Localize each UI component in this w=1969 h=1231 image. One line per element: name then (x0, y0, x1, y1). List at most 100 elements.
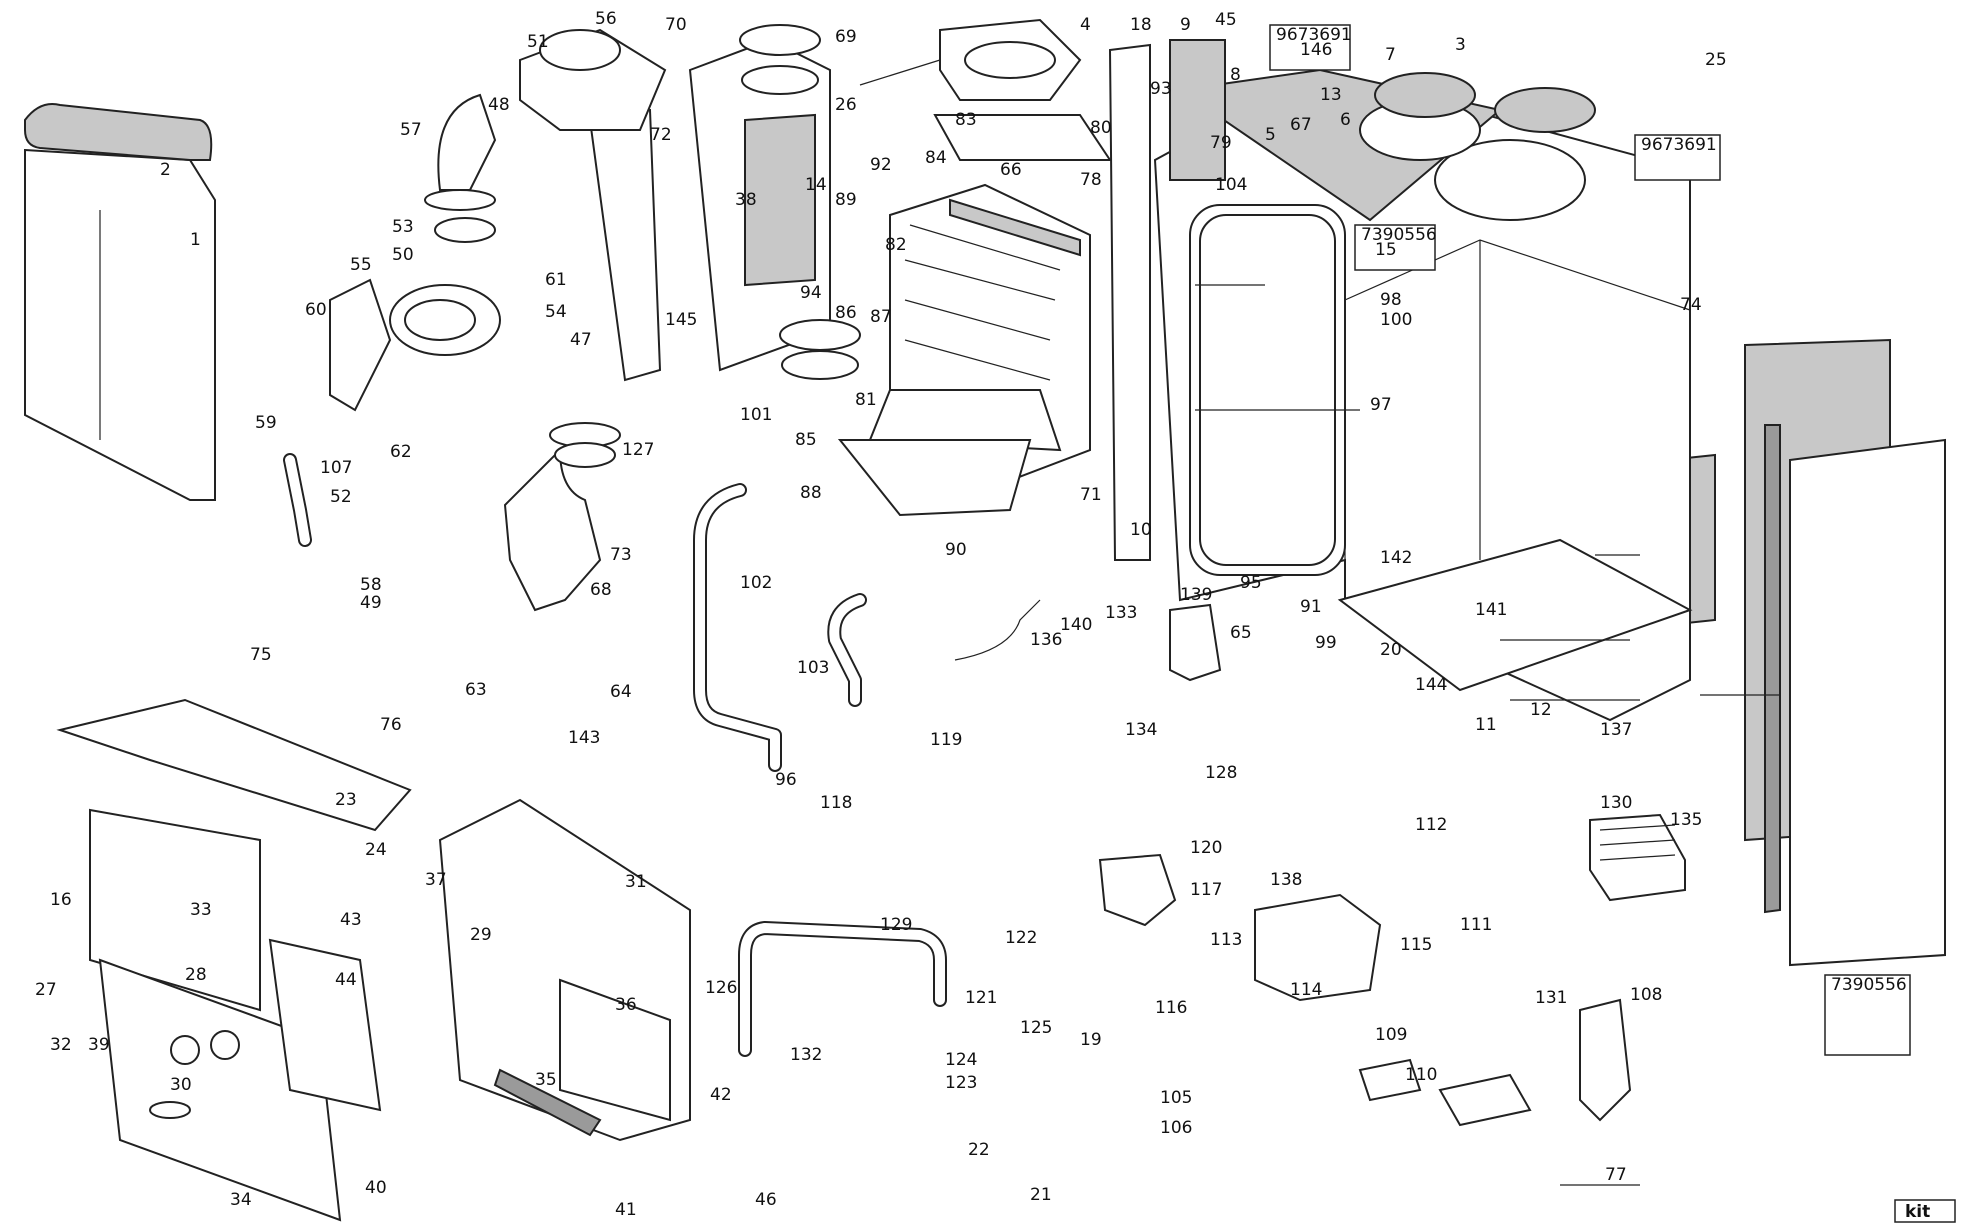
callout-100: 100 (1380, 310, 1412, 330)
callout-146: 146 (1300, 40, 1332, 60)
callout-24: 24 (365, 840, 387, 860)
callout-103: 103 (797, 658, 829, 678)
callout-99: 99 (1315, 633, 1337, 653)
callout-10: 10 (1130, 520, 1152, 540)
callout-115: 115 (1400, 935, 1432, 955)
callout-75: 75 (250, 645, 272, 665)
callout-143: 143 (568, 728, 600, 748)
callout-110: 110 (1405, 1065, 1437, 1085)
callout-26: 26 (835, 95, 857, 115)
callout-33: 33 (190, 900, 212, 920)
callout-19: 19 (1080, 1030, 1102, 1050)
callout-81: 81 (855, 390, 877, 410)
callout-109: 109 (1375, 1025, 1407, 1045)
callout-8: 8 (1230, 65, 1241, 85)
callout-124: 124 (945, 1050, 977, 1070)
callout-23: 23 (335, 790, 357, 810)
callout-77: 77 (1605, 1165, 1627, 1185)
callout-132: 132 (790, 1045, 822, 1065)
callout-79: 79 (1210, 133, 1232, 153)
callout-28: 28 (185, 965, 207, 985)
callout-84: 84 (925, 148, 947, 168)
callout-108: 108 (1630, 985, 1662, 1005)
callout-93: 93 (1150, 79, 1172, 99)
callout-15: 15 (1375, 240, 1397, 260)
callout-36: 36 (615, 995, 637, 1015)
reference-boxes: 9673691 9673691 7390556 7390556 (1269, 24, 1911, 1056)
pcb-housing (268, 798, 691, 1142)
callout-136: 136 (1030, 630, 1062, 650)
ref-code-b: 7390556 (1361, 225, 1437, 245)
part-callouts: 1234567891011121314151618192021222324252… (35, 9, 1727, 1220)
callout-85: 85 (795, 430, 817, 450)
callout-82: 82 (885, 235, 907, 255)
callout-13: 13 (1320, 85, 1342, 105)
callout-121: 121 (965, 988, 997, 1008)
condensate-trap (503, 442, 616, 612)
callout-69: 69 (835, 27, 857, 47)
callout-131: 131 (1535, 988, 1567, 1008)
callout-111: 111 (1460, 915, 1492, 935)
callout-129: 129 (880, 915, 912, 935)
pump-assembly (1098, 603, 1382, 1002)
callout-140: 140 (1060, 615, 1092, 635)
callout-49: 49 (360, 593, 382, 613)
callout-72: 72 (650, 125, 672, 145)
callout-95: 95 (1240, 573, 1262, 593)
callout-4: 4 (1080, 15, 1091, 35)
callout-119: 119 (930, 730, 962, 750)
pipework (283, 453, 1041, 1057)
callout-21: 21 (1030, 1185, 1052, 1205)
callout-35: 35 (535, 1070, 557, 1090)
callout-105: 105 (1160, 1088, 1192, 1108)
callout-88: 88 (800, 483, 822, 503)
ref-code-b-2: 7390556 (1831, 975, 1907, 995)
callout-76: 76 (380, 715, 402, 735)
callout-78: 78 (1080, 170, 1102, 190)
callout-134: 134 (1125, 720, 1157, 740)
callout-133: 133 (1105, 603, 1137, 623)
callout-20: 20 (1380, 640, 1402, 660)
right-side-panel (1619, 338, 1946, 967)
callout-55: 55 (350, 255, 372, 275)
callout-48: 48 (488, 95, 510, 115)
callout-91: 91 (1300, 597, 1322, 617)
callout-59: 59 (255, 413, 277, 433)
callout-46: 46 (755, 1190, 777, 1210)
callout-41: 41 (615, 1200, 637, 1220)
callout-16: 16 (50, 890, 72, 910)
callout-139: 139 (1180, 585, 1212, 605)
callout-44: 44 (335, 970, 357, 990)
callout-128: 128 (1205, 763, 1237, 783)
callout-71: 71 (1080, 485, 1102, 505)
callout-127: 127 (622, 440, 654, 460)
callout-135: 135 (1670, 810, 1702, 830)
callout-45: 45 (1215, 10, 1237, 30)
callout-90: 90 (945, 540, 967, 560)
callout-86: 86 (835, 303, 857, 323)
callout-120: 120 (1190, 838, 1222, 858)
ref-code-a: 9673691 (1276, 25, 1352, 45)
callout-53: 53 (392, 217, 414, 237)
callout-22: 22 (968, 1140, 990, 1160)
ref-code-a-2: 9673691 (1641, 135, 1717, 155)
fan-caps (1374, 72, 1596, 133)
callout-114: 114 (1290, 980, 1322, 1000)
callout-7: 7 (1385, 45, 1396, 65)
callout-113: 113 (1210, 930, 1242, 950)
callout-106: 106 (1160, 1118, 1192, 1138)
callout-107: 107 (320, 458, 352, 478)
callout-67: 67 (1290, 115, 1312, 135)
callout-63: 63 (465, 680, 487, 700)
callout-144: 144 (1415, 675, 1447, 695)
callout-54: 54 (545, 302, 567, 322)
callout-73: 73 (610, 545, 632, 565)
callout-3: 3 (1455, 35, 1466, 55)
callout-11: 11 (1475, 715, 1497, 735)
callout-5: 5 (1265, 125, 1276, 145)
fan-assembly (329, 24, 861, 448)
callout-102: 102 (740, 573, 772, 593)
leader-lines (859, 59, 1780, 1186)
callout-47: 47 (570, 330, 592, 350)
